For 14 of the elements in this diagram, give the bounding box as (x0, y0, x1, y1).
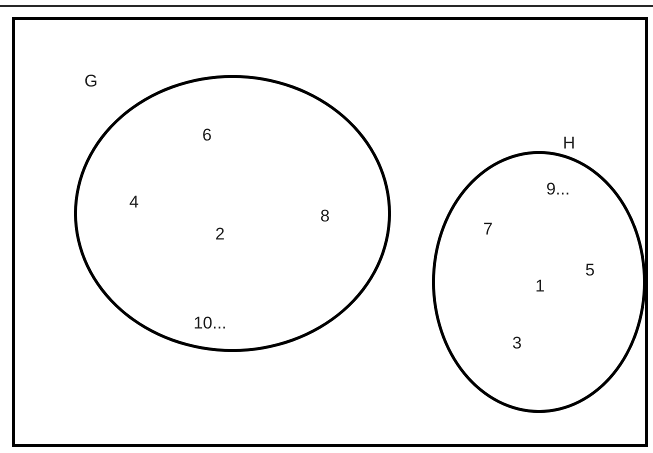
set-element: 10... (193, 314, 227, 332)
set-element: 6 (202, 126, 212, 144)
set-element: 5 (585, 262, 595, 278)
set-element: 8 (320, 208, 330, 224)
set-element: 1 (535, 278, 545, 294)
set-ellipse (74, 75, 391, 352)
universal-set-box (12, 17, 648, 447)
set-element: 2 (215, 226, 225, 242)
set-element: 7 (483, 220, 493, 238)
set-name: G (84, 72, 98, 90)
set-name: H (562, 134, 576, 152)
set-element: 3 (512, 334, 522, 352)
set-element: 9... (546, 180, 570, 198)
set-element: 4 (129, 194, 139, 210)
